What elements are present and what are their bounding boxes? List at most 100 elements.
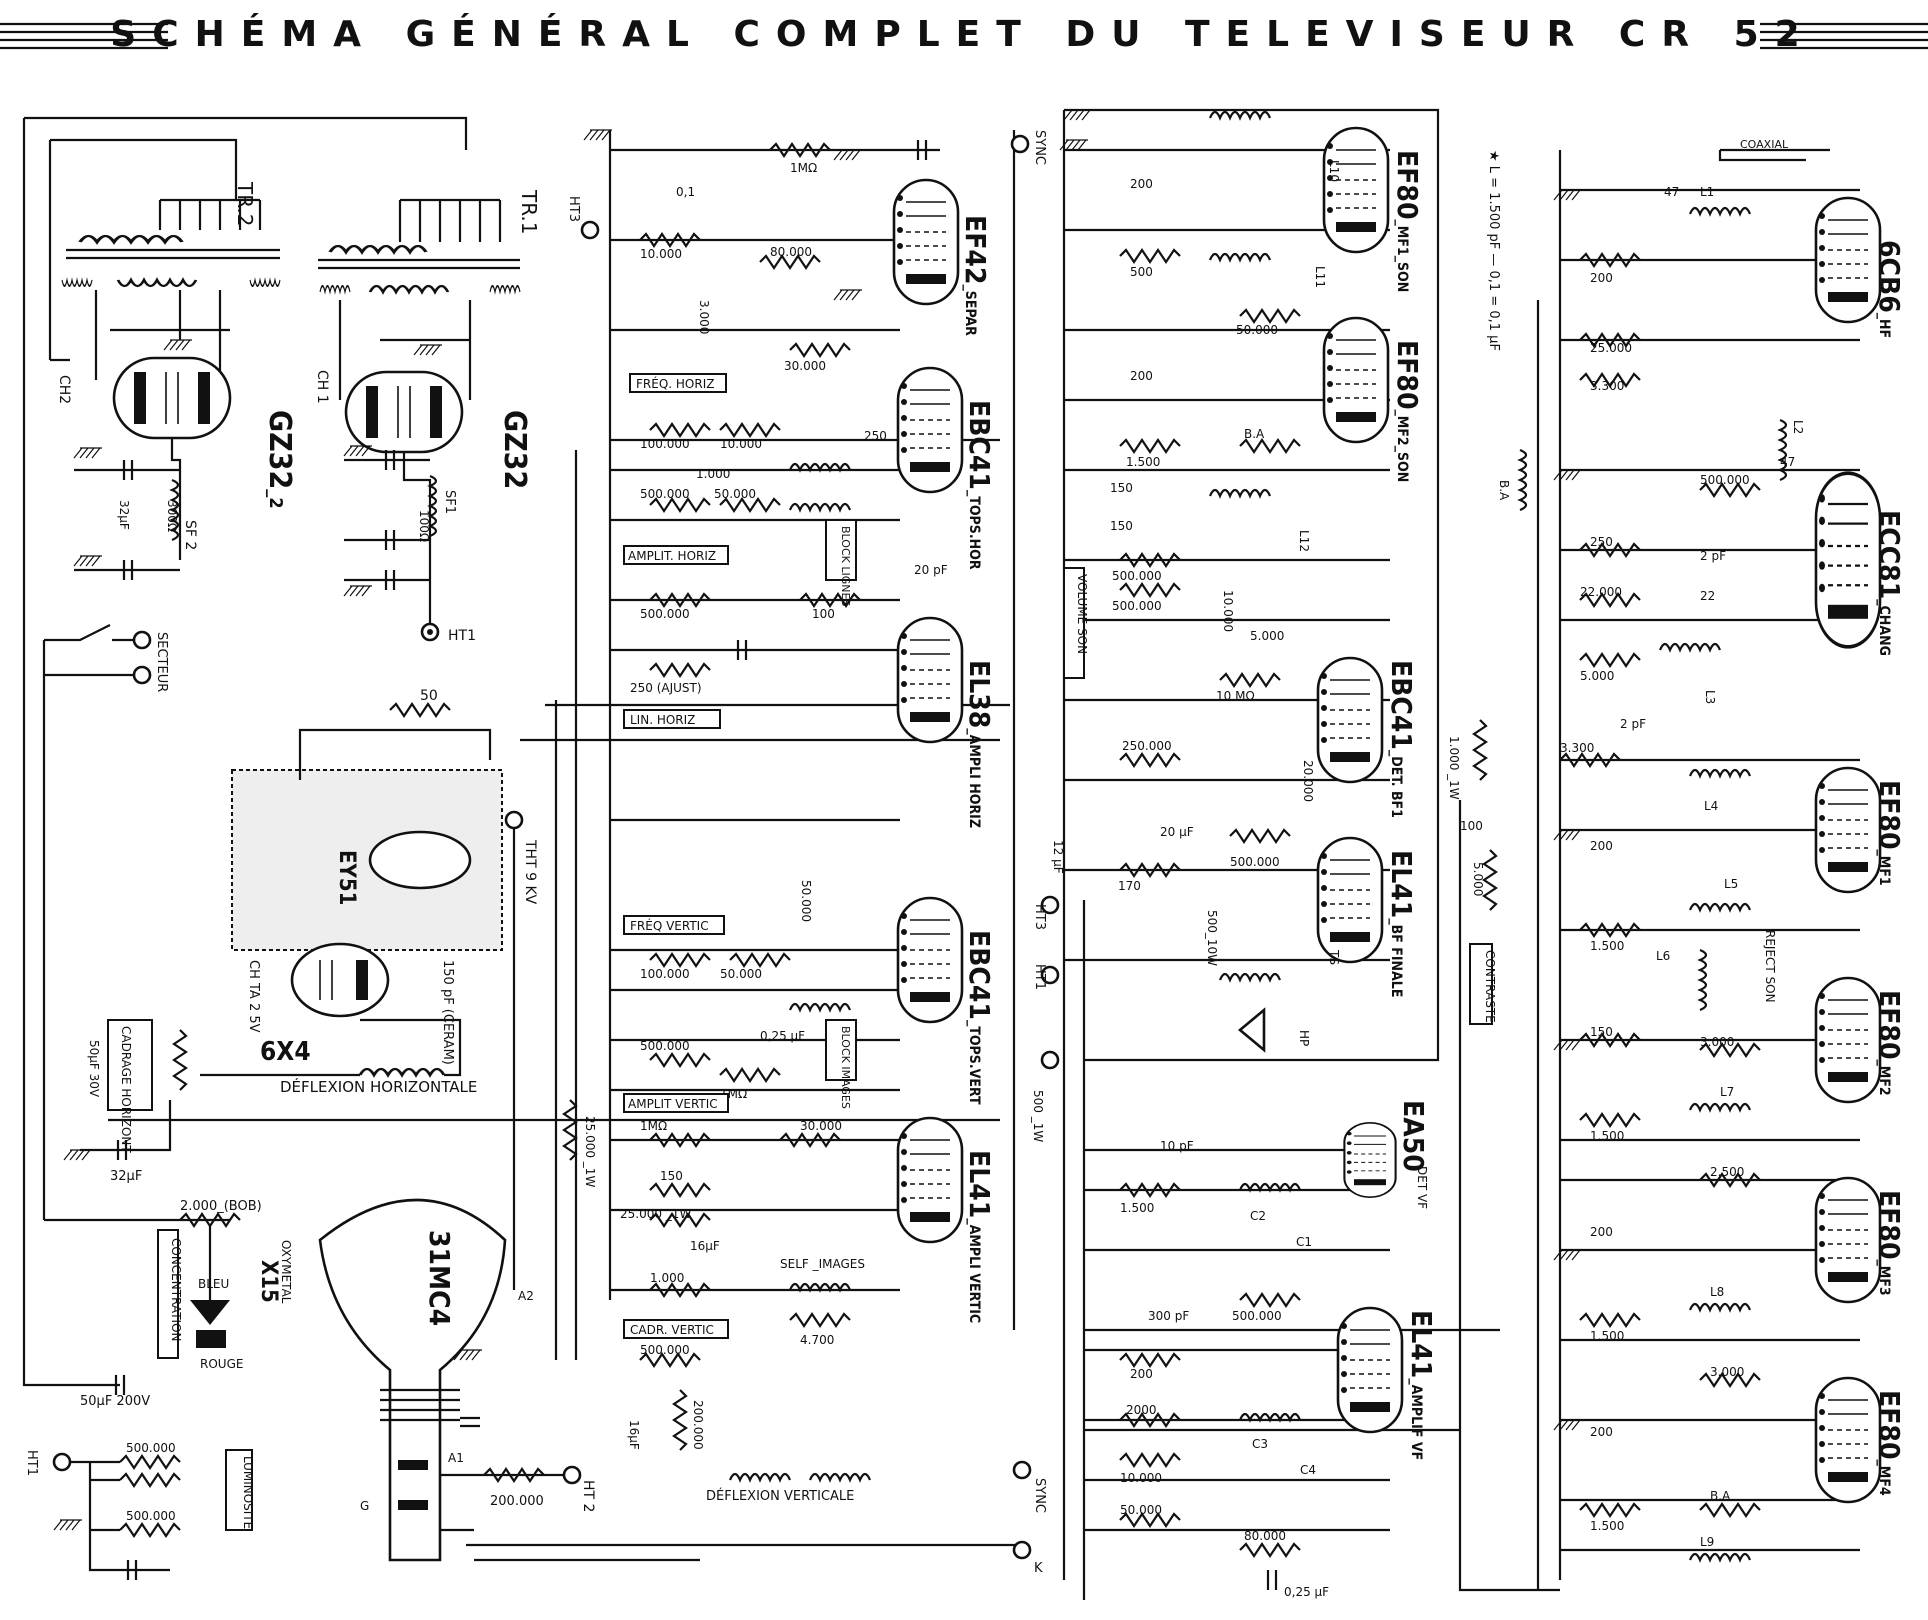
tht-label: THT 9 KV (522, 839, 538, 905)
frame-deflection: 1.000 SELF _IMAGES 4.700 CADR. VERTIC 50… (623, 1257, 872, 1504)
control-amplit-vertic[interactable]: AMPLIT VERTIC (628, 1097, 718, 1111)
r3000-b: 3.000 (1700, 1035, 1734, 1049)
title-rule-right (1760, 22, 1928, 50)
ba-c: B.A (1710, 1489, 1731, 1503)
l10-label: L10 (1327, 160, 1341, 182)
r500-10w-label: 500_10W (1205, 910, 1219, 966)
ht3-label-b: HT3 (1032, 904, 1047, 930)
r170-label: 170 (1118, 879, 1141, 893)
l6-label: L6 (1656, 949, 1670, 963)
l9-label: L9 (1700, 1535, 1714, 1549)
l12-label: L12 (1297, 530, 1311, 552)
tube-ebc41-h-label: EBC41_TOPS.HOR (963, 400, 996, 570)
ba-b: B.A (1497, 480, 1511, 501)
r150-d: 150 (1590, 1025, 1613, 1039)
c47-b: 47 (1780, 455, 1795, 469)
r3000-label: 3.000 (697, 300, 711, 334)
audio-output-el41: EL41_BF FINALE 170 20 μF 500.000 TS HP 5… (1032, 825, 1418, 1053)
c200-b: 200 (1130, 369, 1153, 383)
tr2-label: TR.2 (233, 181, 257, 226)
r80000-b: 80.000 (1244, 1529, 1286, 1543)
r1500-b: 1.500 (1120, 1201, 1154, 1215)
ht1-terminal-label: HT1 (448, 628, 476, 644)
r100000-b: 100.000 (640, 967, 690, 981)
sound-if-2-ef80: EF80_MF2_SON 50.000 1.500 B.A L12 200 (1118, 308, 1424, 552)
eht-cage: 50 EY51 THT 9 KV (231, 688, 538, 1290)
l3-label: L3 (1703, 690, 1717, 704)
c32-label-a: 32μF (117, 500, 131, 530)
tube-6cb6-label: 6CB6_HF (1873, 240, 1906, 338)
video-amp-el41: EL41_AMPLIF VF 500.000 300 pF 200 2000 C… (1012, 1050, 1438, 1599)
control-freq-horiz[interactable]: FRÉQ. HORIZ (636, 376, 714, 391)
r500000-h: 500.000 (1112, 599, 1162, 613)
r50000-d: 50.000 (1236, 323, 1278, 337)
bleu-label: BLEU (198, 1277, 229, 1291)
r500000-c: 500.000 (640, 487, 690, 501)
tube-ef80-mf1-label: EF80_MF1 (1873, 780, 1906, 886)
tube-ef42-label: EF42_SEPAR (959, 215, 992, 336)
video-detector-ea50: EA50 DET VF 1.500 C2 10 pF C1 (1118, 1100, 1430, 1249)
r50000-c: 50.000 (799, 880, 813, 922)
sync-label-bottom: SYNC (1032, 1478, 1047, 1513)
r150-c: 150 (1110, 481, 1133, 495)
c2-label: C2 (1250, 1209, 1266, 1223)
r500000-e: 500.000 (640, 1039, 690, 1053)
line-output-el38: EL38_AMPLI HORIZ 500.000 100 250 (AJUST)… (623, 592, 996, 828)
control-cadr-vertic[interactable]: CADR. VERTIC (630, 1323, 714, 1337)
r500000-d: 500.000 (640, 607, 690, 621)
control-contraste[interactable]: CONTRASTE (1483, 950, 1497, 1023)
control-cadrage-horizontal[interactable]: CADRAGE HORIZONT (119, 1026, 133, 1153)
tube-ea50-label: EA50 (1397, 1100, 1430, 1172)
ba-a: B.A (1244, 427, 1265, 441)
c22-label: 22 (1700, 589, 1715, 603)
c150-ceram-label: 150 pF (CERAM) (440, 960, 455, 1065)
r200-e: 200 (1590, 1225, 1613, 1239)
r500000-i: 500.000 (1230, 855, 1280, 869)
control-amplit-horiz[interactable]: AMPLIT. HORIZ (628, 549, 716, 563)
vision-if-4-ef80: EF80_MF4 3.000 200 1.500 B.A L9 (1578, 1365, 1906, 1562)
rf-tuner: COAXIAL L1 47 6CB6_HF 200 25.000 3.300 L… (1578, 138, 1906, 482)
control-freq-vertic[interactable]: FRÉQ VERTIC (630, 918, 709, 933)
ch1-label-ps: CH 1 (314, 370, 330, 404)
control-concentration[interactable]: CONCENTRATION (169, 1238, 183, 1342)
control-volume-son[interactable]: VOLUME SON (1075, 574, 1089, 654)
crt-31mc4: 31MC4 200.000 HT 2 A2 A1 G (318, 1198, 596, 1562)
vision-if-3-ef80: EF80_MF3 2.500 200 L8 1.500 (1578, 1165, 1906, 1343)
r10000-b: 10.000 (720, 437, 762, 451)
mains-switch: SECTEUR (44, 624, 169, 692)
c1-label: C1 (1296, 1235, 1312, 1249)
control-luminosite[interactable]: LUMINOSITE (241, 1456, 255, 1529)
tube-gz32-2-label: GZ32_2 (262, 410, 297, 509)
c200-a: 200 (1130, 177, 1153, 191)
ht3-label-a: HT3 (566, 196, 581, 222)
sound-detector-ebc41: EBC41_DET. BF1 500.000 500.000 150 150 1… (1063, 481, 1418, 818)
frame-output-el41: EL41_AMPLI VERTIC AMPLIT VERTIC 1MΩ 30.0… (562, 1093, 996, 1323)
tube-ey51-label: EY51 (334, 850, 359, 905)
r2000-bob-label: 2.000_(BOB) (180, 1199, 262, 1214)
ht1-label-c: HT1 (1032, 964, 1047, 990)
r500000-j: 500.000 (1232, 1309, 1282, 1323)
r3000-c: 3.000 (1710, 1365, 1744, 1379)
c16uf-a: 16μF (690, 1239, 720, 1253)
c2pf-b: 2 pF (1620, 717, 1646, 731)
ea50-suffix: DET VF (1415, 1166, 1429, 1209)
ts-label: TS (1327, 949, 1341, 965)
r30000-b: 30.000 (800, 1119, 842, 1133)
c4-label: C4 (1300, 1463, 1316, 1477)
tube-x15-label: X15 (256, 1260, 281, 1303)
sound-if-1-ef80: EF80_MF1_SON L10 L11 500 200 (1118, 110, 1424, 292)
line-oscillator-ebc41: EBC41_TOPS.HOR FRÉQ. HORIZ 100.000 10.00… (623, 366, 996, 606)
c20uf-label: 20 μF (1160, 825, 1194, 839)
vision-if-2-ef80: EF80_MF2 L6 REJECT SON 150 3.000 L7 1.50… (1578, 930, 1906, 1143)
control-lin-horiz[interactable]: LIN. HORIZ (630, 713, 695, 727)
r80000-label: 80.000 (770, 245, 812, 259)
self-images-label: SELF _IMAGES (780, 1257, 865, 1271)
coaxial-label: COAXIAL (1740, 138, 1789, 151)
r300-label: 300Ω (165, 500, 179, 532)
a2-label: A2 (518, 1289, 534, 1303)
r500000-g: 500.000 (1112, 569, 1162, 583)
r22000-label: 22.000 (1580, 585, 1622, 599)
r1000-1w-label: 1.000 _1W (1447, 736, 1461, 800)
r5000-b: 5.000 (1580, 669, 1614, 683)
r500000-f: 500.000 (640, 1343, 690, 1357)
